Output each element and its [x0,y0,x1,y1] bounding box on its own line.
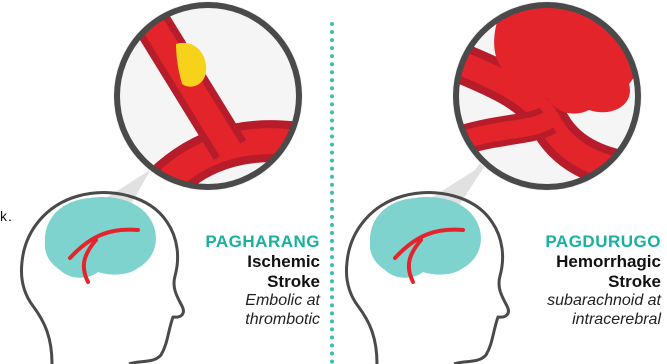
hemorrhagic-title-line1: Hemorrhagic [545,252,661,272]
hemorrhagic-title-line2: Stroke [545,272,661,292]
hemorrhagic-panel: PAGDURUGO Hemorrhagic Stroke subarachnoi… [333,0,667,364]
ischemic-subtitle-line1: Embolic at [205,292,320,311]
hemorrhagic-subtitle-line1: subarachnoid at [545,292,661,311]
ischemic-title-line1: Ischemic [205,252,320,272]
hemorrhagic-kicker: PAGDURUGO [545,232,661,252]
brain [45,197,156,278]
ischemic-kicker: PAGHARANG [205,232,320,252]
hemorrhagic-subtitle-line2: intracerebral [545,311,661,330]
ischemic-caption: PAGHARANG Ischemic Stroke Embolic at thr… [205,232,320,330]
ischemic-title-line2: Stroke [205,272,320,292]
hemorrhagic-caption: PAGDURUGO Hemorrhagic Stroke subarachnoi… [545,232,661,330]
ischemic-subtitle-line2: thrombotic [205,311,320,330]
brain [370,197,481,278]
ischemic-panel: PAGHARANG Ischemic Stroke Embolic at thr… [0,0,330,364]
